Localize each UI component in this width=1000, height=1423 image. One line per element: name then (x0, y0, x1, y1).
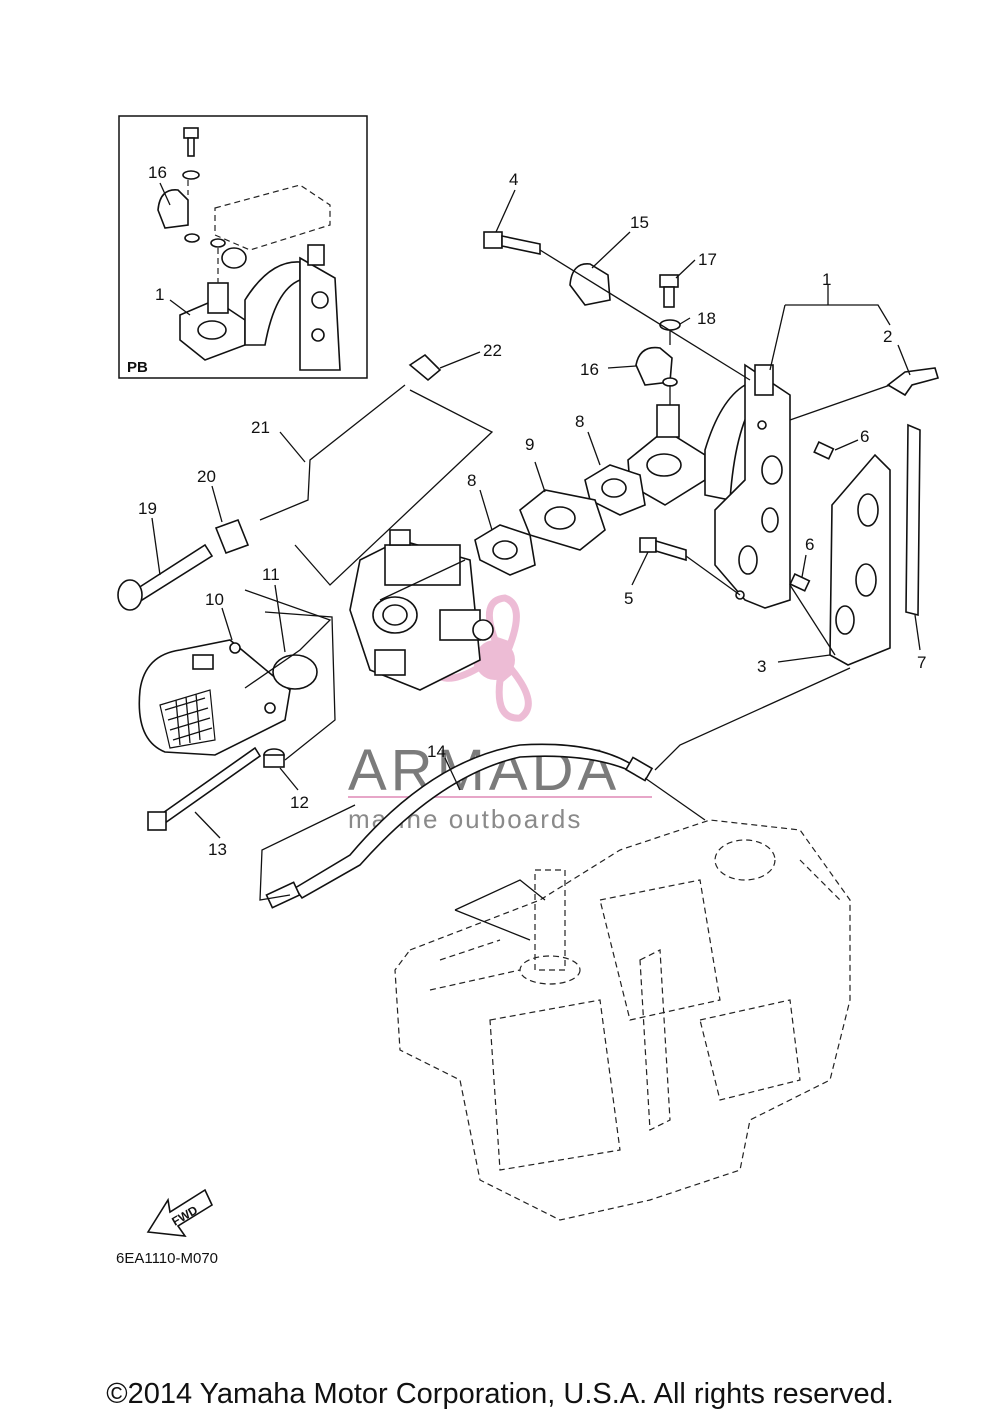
engine-block-icon (394, 819, 851, 1221)
handle-19-icon (117, 543, 214, 611)
fitting-2-icon (886, 367, 940, 397)
washer-18-icon (659, 319, 681, 331)
o-ring-11-icon (272, 654, 318, 690)
collar-12-icon (263, 748, 285, 768)
silencer-10-icon (138, 639, 291, 756)
inset-pb: 16 1 PB (118, 115, 368, 379)
choke-rod-21-icon (259, 384, 406, 521)
callout-4: 4 (509, 170, 518, 189)
fwd-arrow-icon: FWD (146, 1188, 214, 1237)
bolt-17-icon (659, 274, 679, 308)
callout-20: 20 (197, 467, 216, 486)
callout-10: 10 (205, 590, 224, 609)
bolt-5-icon (639, 537, 687, 562)
clamp-16-icon (635, 346, 673, 386)
callout-2: 2 (883, 327, 892, 346)
callout-15: 15 (630, 213, 649, 232)
callout-12: 12 (290, 793, 309, 812)
gasket-3-icon (829, 453, 891, 666)
callout-14: 14 (427, 742, 446, 761)
bolt-13-icon (147, 746, 262, 831)
callout-7: 7 (917, 653, 926, 672)
callout-19: 19 (138, 499, 157, 518)
inset-clamp-icon (157, 189, 189, 229)
callout-16: 16 (580, 360, 599, 379)
figure-code: 6EA1110-M070 (116, 1250, 218, 1267)
inset-washer-icon (182, 170, 200, 180)
inset-label: PB (127, 359, 148, 376)
callout-22: 22 (483, 341, 502, 360)
pin-6b-icon (789, 573, 811, 592)
copyright-notice: ©2014 Yamaha Motor Corporation, U.S.A. A… (106, 1378, 894, 1410)
hose-7-icon (905, 423, 921, 617)
callout-3: 3 (757, 657, 766, 676)
callout-8a: 8 (575, 412, 584, 431)
bolt-4-icon (483, 231, 541, 255)
callout-6b: 6 (805, 535, 814, 554)
clip-22-icon (408, 353, 442, 382)
callout-8b: 8 (467, 471, 476, 490)
callout-1: 1 (822, 270, 831, 289)
pin-6a-icon (813, 441, 835, 460)
inset-bracket-icon (214, 184, 331, 251)
callout-6a: 6 (860, 427, 869, 446)
inset-bolt-icon (183, 127, 199, 157)
callout-5: 5 (624, 589, 633, 608)
intake-manifold-1-icon (627, 363, 791, 609)
inset-callout-1: 1 (155, 285, 164, 304)
callout-18: 18 (697, 309, 716, 328)
inset-callout-16: 16 (148, 163, 167, 182)
callout-21: 21 (251, 418, 270, 437)
inset-manifold-icon (179, 244, 341, 371)
callout-17: 17 (698, 250, 717, 269)
carburetor-icon (349, 529, 494, 691)
callout-9: 9 (525, 435, 534, 454)
clamp-15-icon (569, 263, 611, 306)
callout-11: 11 (262, 565, 280, 584)
knob-20-icon (214, 518, 250, 555)
callout-13: 13 (208, 840, 227, 859)
watermark: ARMADA marine outboards (348, 594, 652, 834)
